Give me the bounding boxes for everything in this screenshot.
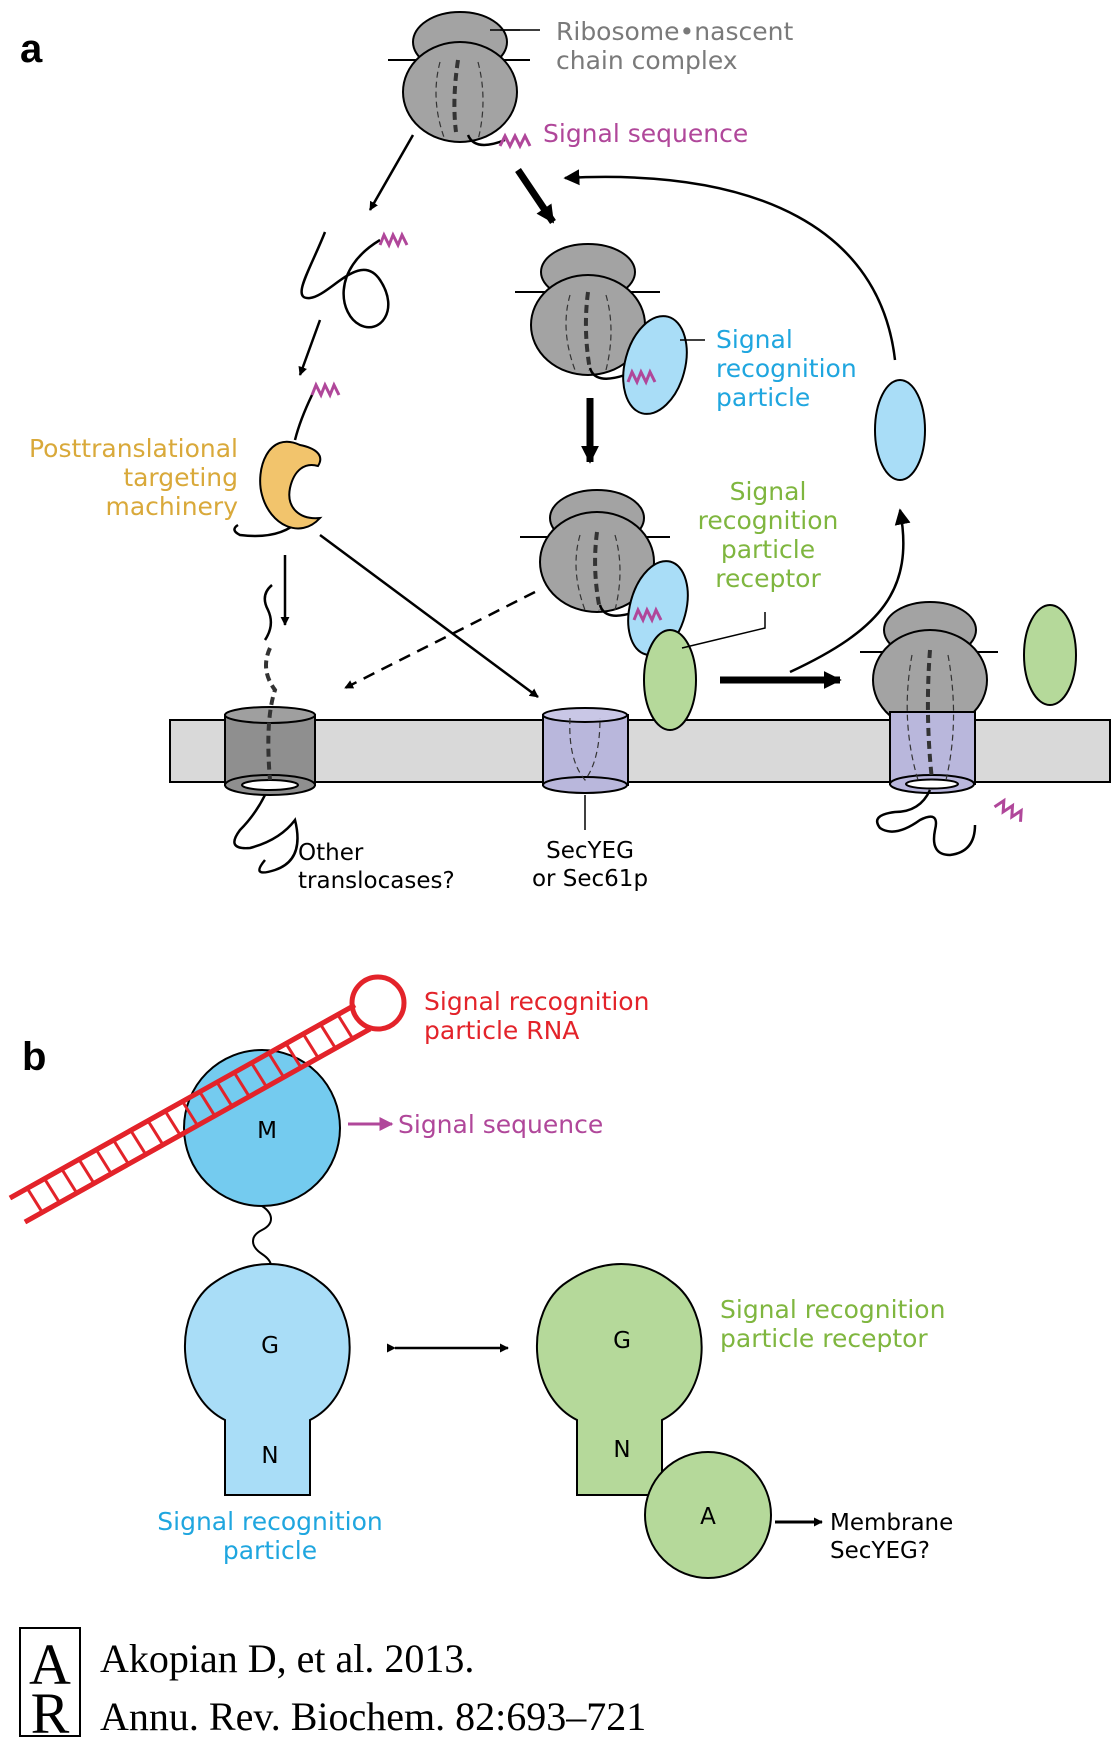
citation-line-2: Annu. Rev. Biochem. 82:693–721 — [100, 1694, 646, 1739]
srp-rna-strand-overlay-2 — [23, 1026, 372, 1225]
svg-text:A: A — [29, 1632, 71, 1697]
srp-b-label-2: particle — [223, 1536, 317, 1565]
panel-b-signal-sequence: Signal sequence — [398, 1110, 603, 1139]
receptor-gna-domain — [536, 1263, 772, 1579]
receptor-label-3: particle — [721, 535, 815, 564]
srp-bound-1 — [622, 315, 688, 415]
ribosome-translocating — [860, 601, 998, 857]
srp-rna-rung — [336, 1013, 355, 1040]
srp-rna-rung — [215, 1081, 234, 1107]
m-domain-label: M — [257, 1118, 277, 1144]
srp-rna-rung — [112, 1139, 130, 1165]
srp-rna-rung — [25, 1187, 44, 1214]
signal-sequence-top — [498, 132, 532, 150]
srp-rna-rung — [60, 1168, 79, 1194]
annual-reviews-logo: A R — [19, 1627, 81, 1742]
secyeg-translocon — [542, 707, 629, 830]
receptor-label-1: Signal — [730, 477, 807, 506]
recycle-arc-upper — [563, 169, 897, 361]
srp-label-2: recognition — [716, 354, 857, 383]
srp-rna-rung — [43, 1177, 61, 1204]
panel-b-letter: b — [22, 1035, 46, 1079]
srp-rna-rung — [250, 1062, 268, 1088]
srp-rna-strand-overlay-1 — [8, 1002, 357, 1201]
srp-rna-rung — [129, 1129, 148, 1156]
ribosome-srp-receptor — [520, 489, 670, 617]
membrane-label-2: SecYEG? — [830, 1538, 930, 1564]
ribosome-top — [388, 11, 530, 147]
srp-rna-rung — [198, 1091, 217, 1117]
receptor-leader — [681, 612, 766, 649]
srp-rna-rung — [181, 1100, 199, 1127]
srp-g-label: G — [261, 1333, 279, 1359]
post-label-3: machinery — [105, 492, 238, 521]
srp-n-label: N — [261, 1443, 278, 1469]
other-label-2: translocases? — [298, 868, 455, 894]
post-label-2: targeting — [123, 463, 238, 492]
ribosome-label-1: Ribosome•nascent — [556, 17, 793, 46]
rna-label-1: Signal recognition — [424, 987, 649, 1016]
other-translocase — [224, 584, 316, 874]
signal-sequence-srp-1 — [626, 368, 657, 386]
post-label-1: Posttranslational — [29, 434, 238, 463]
signal-sequence-free — [378, 231, 409, 249]
signal-sequence-label: Signal sequence — [543, 119, 748, 148]
receptor-label-4: receptor — [715, 564, 821, 593]
srp-rna-rung — [163, 1110, 182, 1136]
signal-sequence-srp-2 — [632, 606, 663, 624]
rec-n-label: N — [613, 1437, 630, 1463]
rec-g-label: G — [613, 1328, 631, 1354]
rec-b-label-1: Signal recognition — [720, 1295, 945, 1324]
rec-b-label-2: particle receptor — [720, 1324, 928, 1353]
rec-a-label: A — [700, 1504, 716, 1530]
recycle-arc-lower — [789, 508, 911, 674]
secyeg-label-2: or Sec61p — [532, 866, 648, 892]
arrow-to-free-chain — [368, 134, 415, 211]
ribosome-srp — [515, 243, 660, 380]
dashed-arrow-to-other — [344, 590, 536, 690]
signal-sequence-cleaved — [993, 797, 1023, 822]
post-chain — [233, 394, 314, 538]
srp-rna-rung — [267, 1052, 286, 1079]
ribosome-label-2: chain complex — [556, 46, 738, 75]
srp-free — [874, 379, 926, 481]
free-nascent-chain — [300, 231, 390, 329]
srp-rna-rungs — [25, 1013, 355, 1214]
arrow-post-to-secyeg — [319, 533, 539, 699]
post-machinery — [259, 440, 323, 530]
srp-rna-rung — [319, 1023, 337, 1050]
arrow-to-post — [298, 319, 322, 376]
svg-text:R: R — [31, 1681, 70, 1742]
receptor-label-2: recognition — [698, 506, 839, 535]
arrow-to-srp-binding — [515, 168, 556, 224]
signal-sequence-post — [310, 381, 341, 399]
srp-rna-rung — [301, 1033, 320, 1059]
secyeg-label-1: SecYEG — [546, 838, 634, 864]
other-label-1: Other — [298, 840, 364, 866]
receptor-bound — [643, 629, 697, 731]
membrane-label-1: Membrane — [830, 1510, 953, 1536]
srp-rna-rung — [77, 1158, 96, 1185]
receptor-free — [1023, 604, 1077, 706]
rna-label-2: particle RNA — [424, 1016, 579, 1045]
srp-rna-rung — [284, 1042, 303, 1069]
citation-line-1: Akopian D, et al. 2013. — [100, 1636, 474, 1681]
panel-a-letter: a — [20, 27, 43, 71]
srp-b-label-1: Signal recognition — [157, 1507, 382, 1536]
srp-gn-domain — [184, 1263, 351, 1496]
srp-label-1: Signal — [716, 325, 793, 354]
srp-label-3: particle — [716, 383, 810, 412]
srp-rna-rung — [232, 1071, 251, 1098]
srp-rna-rung — [94, 1148, 113, 1175]
srp-rna-rung — [146, 1120, 165, 1146]
